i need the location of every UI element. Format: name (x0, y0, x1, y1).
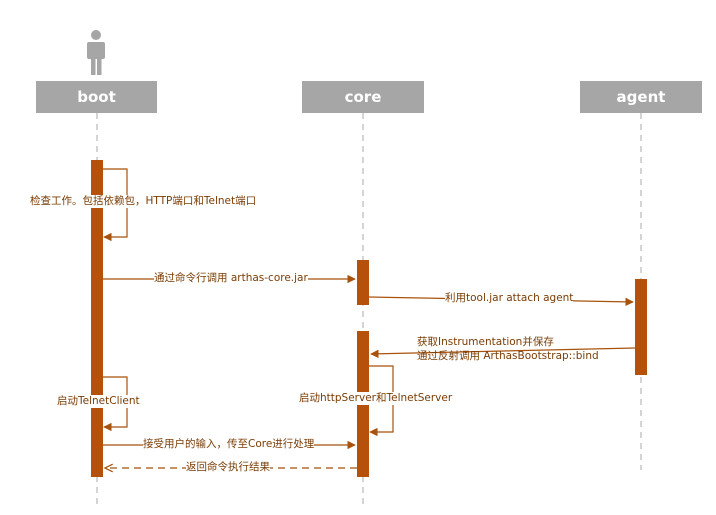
accept-input-label: 接受用户的输入，传至Core进行处理 (143, 438, 315, 451)
user-actor-icon (87, 30, 105, 75)
return-result-label: 返回命令执行结果 (186, 461, 270, 474)
participant-core: core (302, 81, 424, 113)
bind-label: 通过反射调用 ArthasBootstrap::bind (417, 350, 599, 362)
get-instrumentation-label: 获取Instrumentation并保存 (417, 336, 554, 348)
attach-agent-label: 利用tool.jar attach agent (445, 292, 574, 305)
participant-boot: boot (36, 81, 157, 113)
core-activation-1 (357, 260, 369, 305)
start-telnet-client-label: 启动TelnetClient (57, 395, 140, 408)
agent-activation (635, 279, 647, 375)
call-core-label: 通过命令行调用 arthas-core.jar (154, 272, 308, 285)
bind-arrow (370, 347, 636, 359)
self-check-label: 检查工作。包括依赖包，HTTP端口和Telnet端口 (30, 195, 257, 208)
start-servers-label: 启动httpServer和TelnetServer (299, 392, 453, 405)
participant-agent: agent (580, 81, 702, 113)
